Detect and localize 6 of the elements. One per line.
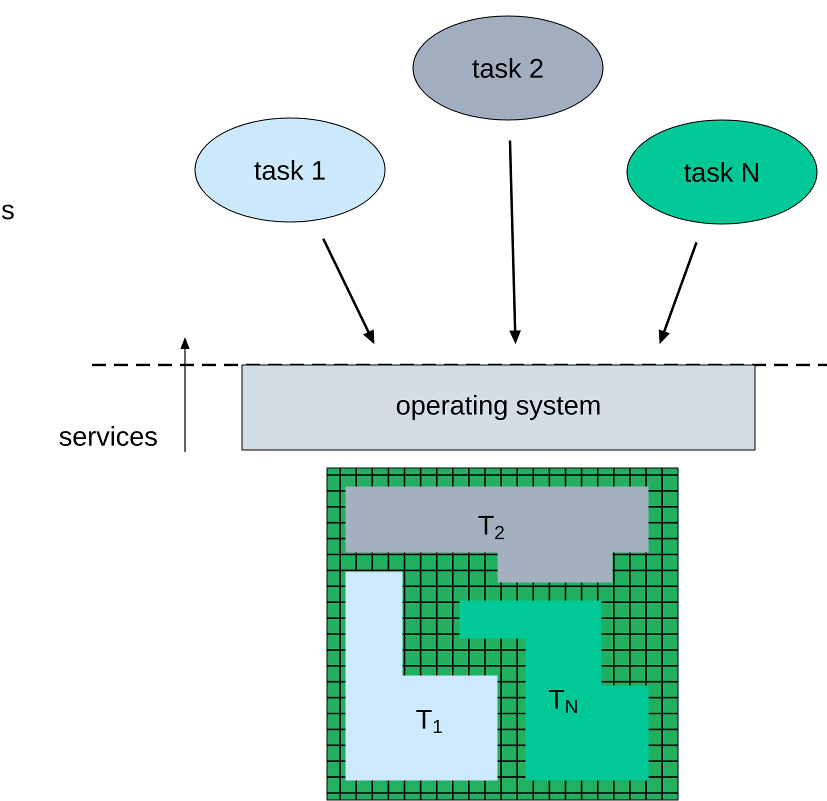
task-region: T$_{2}$ — [346, 486, 648, 582]
label-text: services — [60, 426, 157, 446]
label-text: s — [2, 204, 14, 220]
system-box: operating system — [242, 364, 756, 450]
task-region: T$_{N}$ — [460, 600, 648, 780]
task-region: T$_{1}$ — [346, 572, 498, 780]
